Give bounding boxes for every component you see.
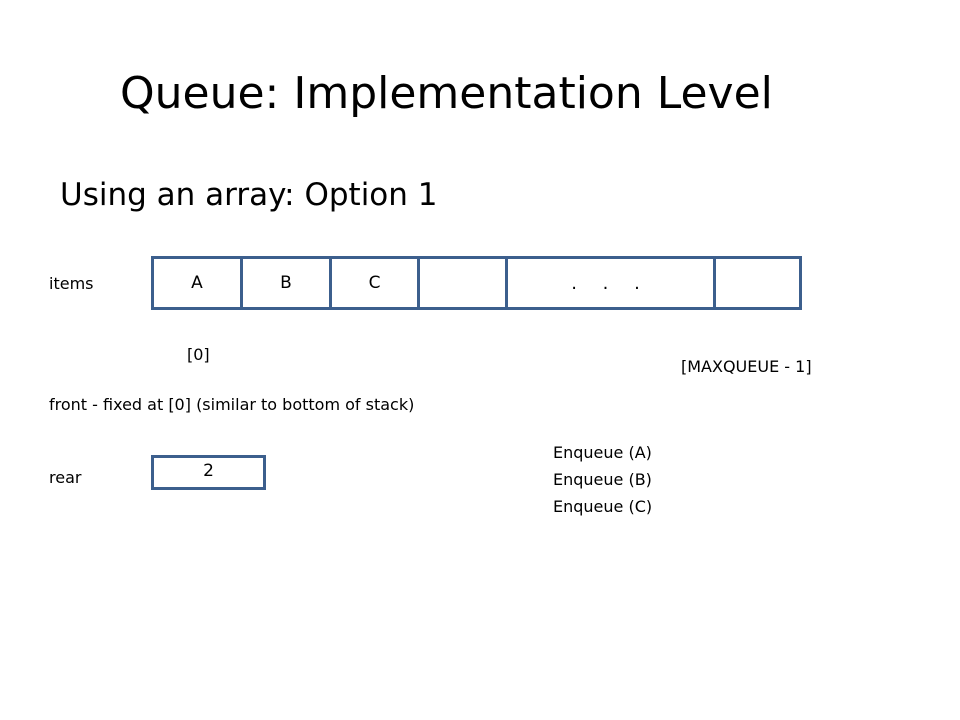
- array-cell: A: [154, 259, 243, 307]
- front-note: front - fixed at [0] (similar to bottom …: [49, 395, 415, 414]
- array-cell: B: [243, 259, 332, 307]
- array-cell-ellipsis: . . .: [508, 259, 716, 307]
- array-cell: C: [332, 259, 420, 307]
- page-subtitle: Using an array: Option 1: [60, 177, 438, 213]
- operation-item: Enqueue (C): [553, 497, 653, 516]
- items-array: A B C . . .: [151, 256, 802, 310]
- array-cell: [716, 259, 799, 307]
- index-first-label: [0]: [187, 345, 210, 364]
- page-title: Queue: Implementation Level: [120, 68, 773, 119]
- rear-value-box: 2: [151, 455, 266, 490]
- array-cell: [420, 259, 508, 307]
- rear-label: rear: [49, 468, 82, 487]
- items-label: items: [49, 274, 94, 293]
- operations-list: Enqueue (A) Enqueue (B) Enqueue (C): [553, 439, 652, 520]
- index-last-label: [MAXQUEUE - 1]: [681, 357, 812, 376]
- operation-item: Enqueue (A): [553, 443, 652, 462]
- operation-item: Enqueue (B): [553, 470, 652, 489]
